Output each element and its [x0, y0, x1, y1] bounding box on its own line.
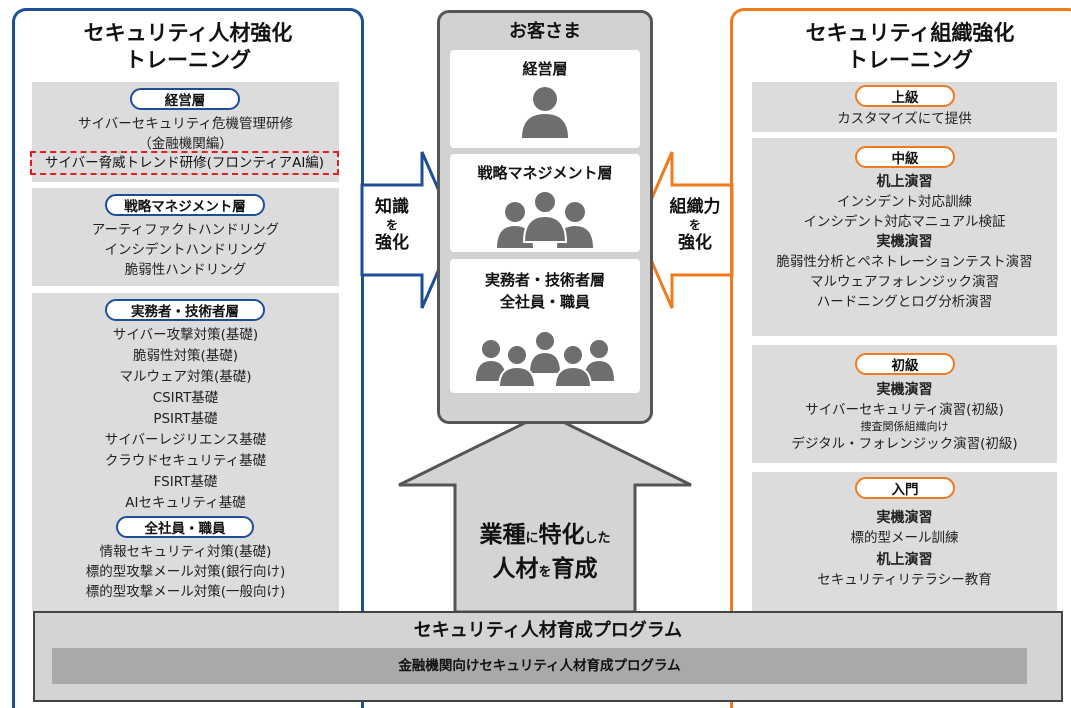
growth-particle-ni: に	[525, 531, 539, 546]
beginner-course: デジタル・フォレンジック演習(初級)	[791, 436, 1018, 452]
intermediate-courses: 机上演習 インシデント対応訓練 インシデント対応マニュアル検証 実機演習 脆弱性…	[752, 172, 1057, 312]
all-staff-course: 標的型攻撃メール対策(一般向け)	[85, 584, 286, 600]
strategy-courses: アーティファクトハンドリング インシデントハンドリング 脆弱性ハンドリング	[32, 220, 339, 280]
strategy-course: アーティファクトハンドリング	[91, 222, 280, 238]
crowd-icon	[476, 332, 614, 387]
practitioner-course: PSIRT基礎	[153, 411, 218, 427]
right-panel	[730, 8, 1071, 708]
knowledge-strengthen: 強化	[375, 233, 409, 253]
growth-develop: 育成	[551, 556, 598, 582]
beginner-course: サイバーセキュリティ演習(初級)	[805, 402, 1004, 418]
growth-particle-shita: した	[584, 531, 611, 546]
beginner-course-note: 捜査関係組織向け	[860, 420, 949, 433]
tier-strategy-box: 戦略マネジメント層	[450, 154, 640, 252]
advanced-training-box: 上級 カスタマイズにて提供	[752, 82, 1057, 132]
strategy-training-box: 戦略マネジメント層 アーティファクトハンドリング インシデントハンドリング 脆弱…	[32, 188, 339, 286]
growth-talent: 人材	[492, 556, 539, 582]
growth-specialized: 特化	[538, 522, 585, 548]
practitioner-course: CSIRT基礎	[152, 390, 219, 406]
left-title-line2: トレーニング	[125, 48, 251, 72]
hands-on-exercise-heading: 実機演習	[876, 510, 933, 526]
customer-title: お客さま	[509, 21, 581, 42]
practitioner-course: サイバーレジリエンス基礎	[104, 432, 267, 448]
intro-label: 入門	[855, 477, 955, 499]
intermediate-course: インシデント対応訓練	[837, 194, 972, 210]
organization-arrow-text: 組織力 を 強化	[664, 196, 726, 254]
left-panel-title: セキュリティ人材強化 トレーニング	[12, 20, 364, 74]
tier-practitioner-box: 実務者・技術者層 全社員・職員	[450, 259, 640, 393]
growth-particle-wo: を	[538, 565, 552, 580]
program-title: セキュリティ人材育成プログラム	[413, 620, 683, 641]
all-staff-label: 全社員・職員	[116, 516, 254, 538]
strategy-course: 脆弱性ハンドリング	[124, 262, 247, 278]
practitioner-course: マルウェア対策(基礎)	[119, 369, 252, 385]
right-title-line1: セキュリティ組織強化	[805, 21, 1015, 45]
intermediate-course: ハードニングとログ分析演習	[816, 294, 993, 310]
growth-arrow-text: 業種に特化した 人材を育成	[455, 520, 635, 588]
tabletop-exercise-heading: 机上演習	[876, 174, 933, 190]
tier-practitioner-label: 実務者・技術者層	[484, 271, 605, 289]
advanced-description: カスタマイズにて提供	[837, 111, 972, 127]
right-panel-title: セキュリティ組織強化 トレーニング	[750, 20, 1070, 74]
left-title-line1: セキュリティ人材強化	[83, 21, 293, 45]
growth-industry: 業種	[479, 522, 526, 548]
organization-arrow	[636, 151, 734, 309]
all-staff-course: 標的型攻撃メール対策(銀行向け)	[85, 564, 286, 580]
intermediate-course: マルウェアフォレンジック演習	[810, 274, 999, 290]
practitioner-course: FSIRT基礎	[153, 474, 218, 490]
all-staff-course: 情報セキュリティ対策(基礎)	[99, 544, 272, 560]
practitioner-courses: サイバー攻撃対策(基礎) 脆弱性対策(基礎) マルウェア対策(基礎) CSIRT…	[32, 325, 339, 514]
organization-text: 組織力	[669, 197, 721, 217]
executive-course-crisis-sub: （金融機関編）	[138, 136, 233, 152]
organization-strengthen: 強化	[678, 233, 712, 253]
tier-executive-label: 経営層	[522, 60, 568, 78]
intro-courses: 実機演習 標的型メール訓練 机上演習 セキュリティリテラシー教育	[752, 508, 1057, 590]
all-staff-courses: 情報セキュリティ対策(基礎) 標的型攻撃メール対策(銀行向け) 標的型攻撃メール…	[32, 542, 339, 602]
practitioner-course: 脆弱性対策(基礎)	[132, 348, 239, 364]
intro-training-box: 入門 実機演習 標的型メール訓練 机上演習 セキュリティリテラシー教育	[752, 472, 1057, 611]
intermediate-training-box: 中級 机上演習 インシデント対応訓練 インシデント対応マニュアル検証 実機演習 …	[752, 138, 1057, 336]
tier-strategy-label: 戦略マネジメント層	[477, 164, 613, 182]
person-icon	[522, 87, 568, 138]
program-subtitle: 金融機関向けセキュリティ人材育成プログラム	[398, 658, 681, 674]
highlighted-course: サイバー脅威トレンド研修(フロンティアAI編)	[44, 155, 325, 171]
executive-course-crisis: サイバーセキュリティ危機管理研修	[78, 116, 293, 132]
strategy-course: インシデントハンドリング	[104, 242, 267, 258]
tier-all-staff-label: 全社員・職員	[499, 293, 590, 311]
knowledge-particle: を	[385, 218, 398, 232]
beginner-label: 初級	[855, 353, 955, 375]
program-subbar	[52, 648, 1027, 684]
highlighted-course-box: サイバー脅威トレンド研修(フロンティアAI編)	[30, 151, 339, 175]
tabletop-exercise-heading: 机上演習	[876, 552, 933, 568]
beginner-training-box: 初級 実機演習 サイバーセキュリティ演習(初級) 捜査関係組織向け デジタル・フ…	[752, 345, 1057, 463]
beginner-courses: 実機演習 サイバーセキュリティ演習(初級) 捜査関係組織向け デジタル・フォレン…	[752, 380, 1057, 454]
intro-course: セキュリティリテラシー教育	[817, 572, 992, 588]
strategy-label: 戦略マネジメント層	[105, 194, 265, 216]
hands-on-exercise-heading: 実機演習	[876, 234, 933, 250]
tier-executive-box: 経営層	[450, 50, 640, 148]
intermediate-label: 中級	[855, 146, 955, 168]
practitioner-label: 実務者・技術者層	[105, 299, 265, 321]
right-title-line2: トレーニング	[847, 48, 973, 72]
group-icon	[497, 190, 593, 248]
left-panel	[12, 8, 364, 708]
advanced-label: 上級	[855, 85, 955, 107]
practitioner-training-box: 実務者・技術者層 サイバー攻撃対策(基礎) 脆弱性対策(基礎) マルウェア対策(…	[32, 293, 339, 611]
practitioner-course: AIセキュリティ基礎	[125, 495, 246, 511]
intermediate-course: 脆弱性分析とペネトレーションテスト演習	[776, 254, 1033, 270]
executive-label: 経営層	[130, 88, 240, 110]
executive-courses: サイバーセキュリティ危機管理研修 （金融機関編）	[32, 114, 339, 154]
intermediate-course: インシデント対応マニュアル検証	[803, 214, 1006, 230]
knowledge-text: 知識	[375, 197, 409, 217]
practitioner-course: サイバー攻撃対策(基礎)	[112, 327, 259, 343]
knowledge-arrow-text: 知識 を 強化	[362, 196, 422, 254]
hands-on-exercise-heading: 実機演習	[876, 382, 933, 398]
organization-particle: を	[688, 218, 701, 232]
practitioner-course: クラウドセキュリティ基礎	[104, 453, 267, 469]
intro-course: 標的型メール訓練	[850, 530, 959, 546]
